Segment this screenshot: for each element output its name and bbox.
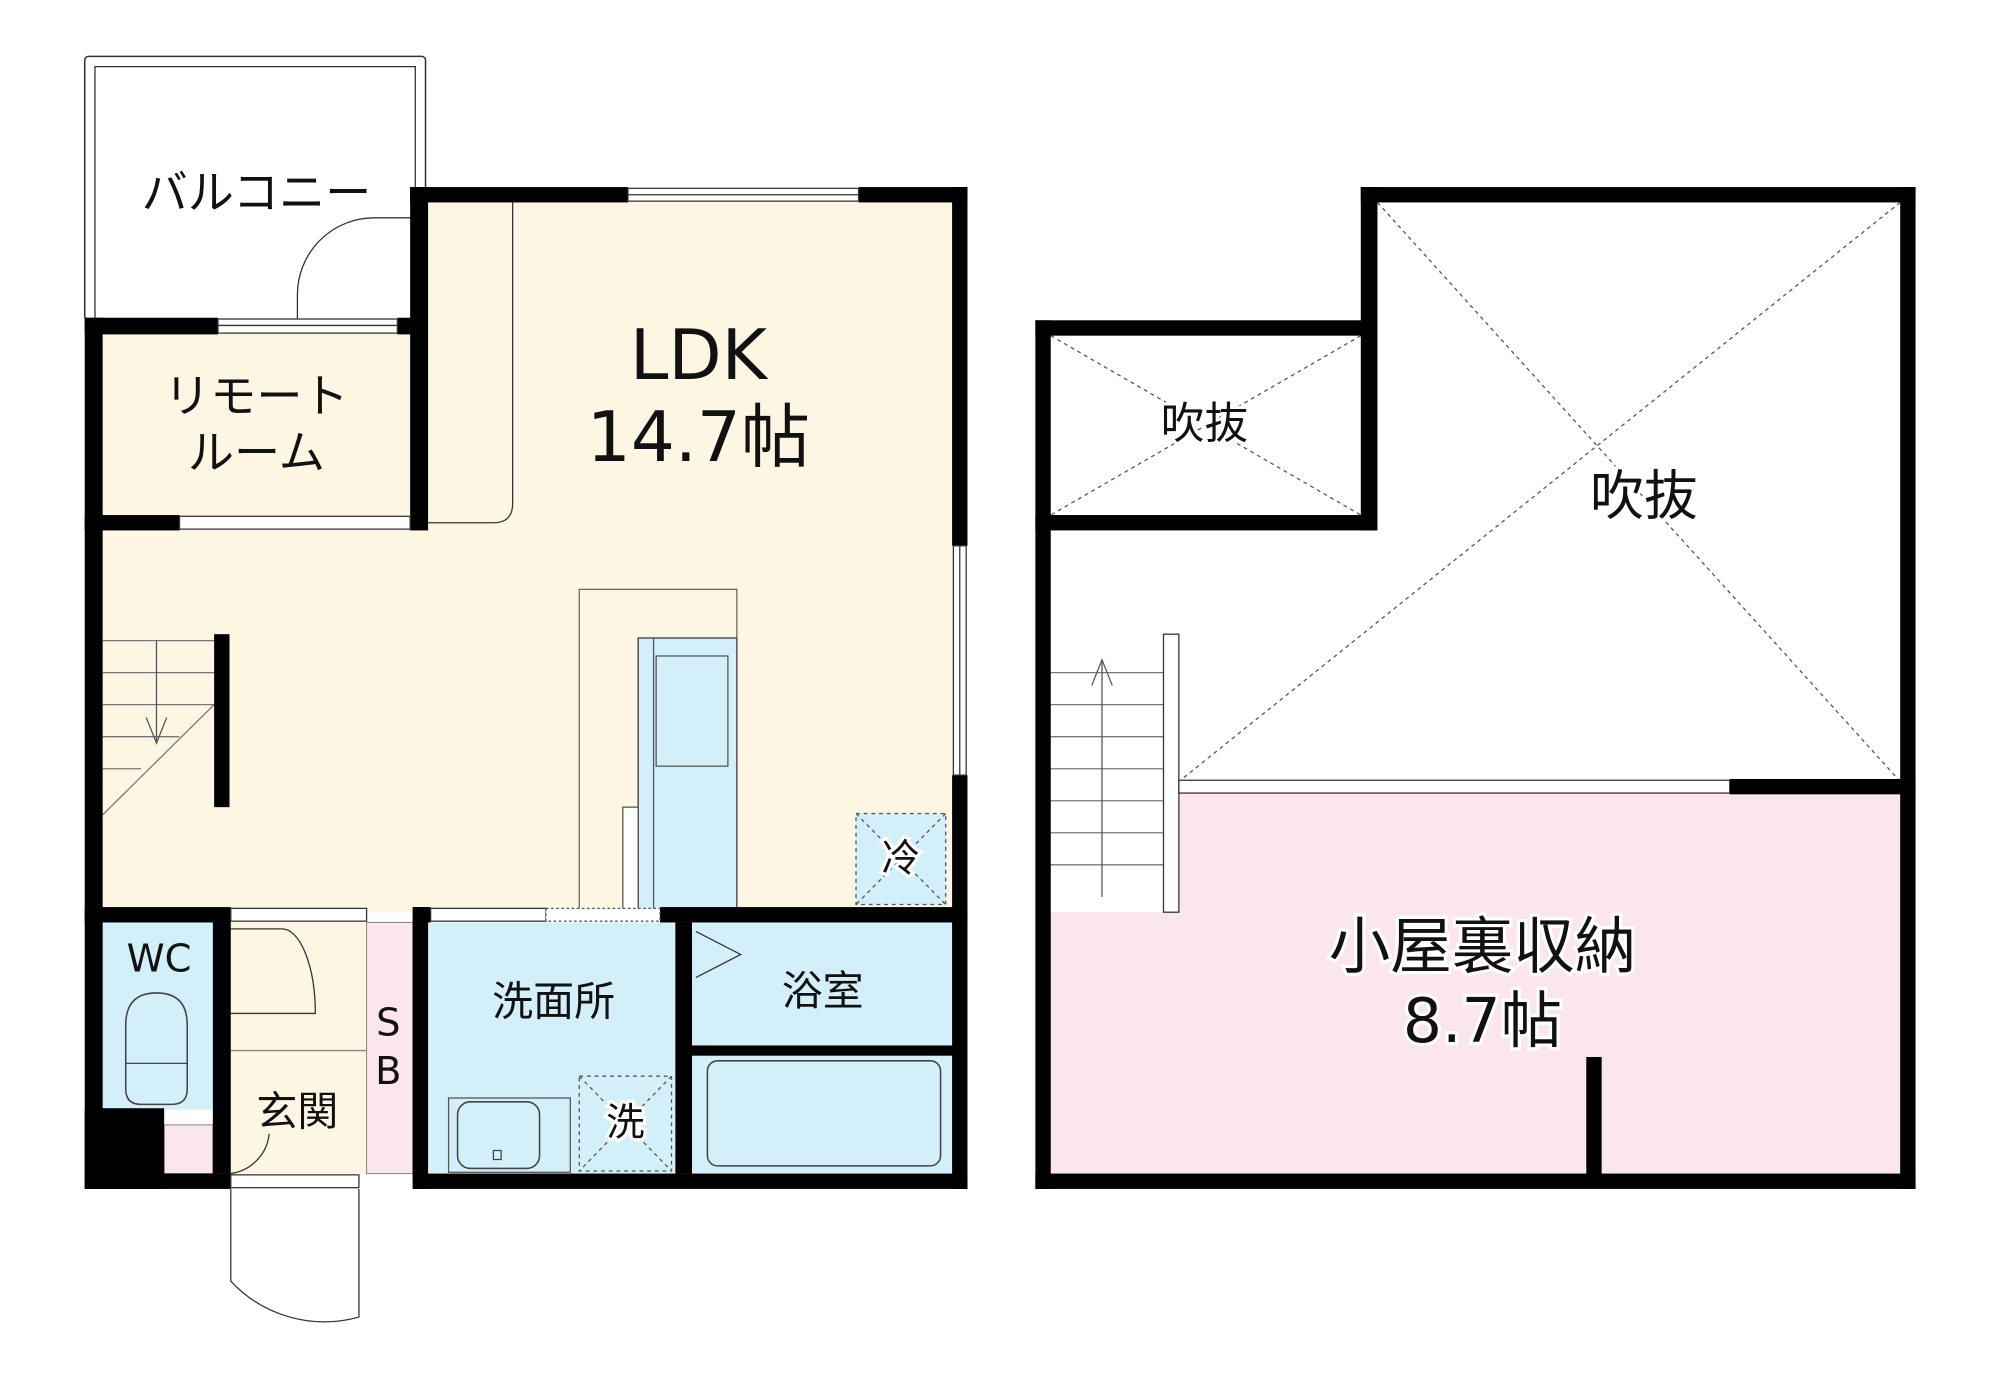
ldk-floor [102, 199, 955, 913]
floor-1-walls [84, 187, 968, 1189]
wc-label: WC [127, 936, 192, 981]
stairs-up [1050, 633, 1180, 913]
ldk-label: LDK [630, 316, 769, 396]
remote-room-label-1: リモート [164, 369, 348, 423]
void-large-label: 吹抜 [1590, 464, 1698, 527]
fridge-space: 冷 [855, 812, 947, 906]
remote-room-floor [102, 333, 413, 519]
floor-1-plan: 冷 洗 [83, 55, 968, 1323]
sb-label-1: S [376, 1000, 400, 1045]
washer-mark: 洗 [606, 1100, 644, 1145]
floor-2-walls [1035, 187, 1916, 1189]
wash-basin [447, 1097, 571, 1173]
ldk-size: 14.7帖 [587, 398, 810, 478]
balcony-label: バルコニー [142, 166, 372, 220]
remote-room-label-2: ルーム [188, 426, 325, 480]
entrance-floor [230, 922, 367, 1174]
sb-label-2: B [375, 1049, 401, 1094]
void-small: 吹抜 [1050, 335, 1362, 516]
stairs-down [102, 634, 230, 816]
void-small-label: 吹抜 [1161, 400, 1248, 450]
floor-2-plan: 吹抜 吹抜 [1035, 187, 1916, 1189]
windows [178, 187, 967, 1189]
void-large: 吹抜 [1178, 201, 1901, 783]
toilet [124, 992, 188, 1106]
fridge-mark: 冷 [882, 836, 920, 881]
bathroom-label: 浴室 [782, 967, 864, 1015]
bathtub [706, 1060, 942, 1167]
washroom-label: 洗面所 [492, 977, 615, 1025]
washer-space: 洗 [578, 1075, 673, 1172]
entrance-label: 玄関 [256, 1088, 338, 1136]
small-storage [163, 1124, 214, 1175]
attic-storage-size: 8.7帖 [1403, 985, 1562, 1057]
attic-storage-floor [1050, 787, 1901, 1174]
attic-storage-label: 小屋裏収納 [1329, 911, 1636, 983]
kitchen-sink-unit [637, 637, 738, 913]
shoe-box [366, 921, 414, 1175]
